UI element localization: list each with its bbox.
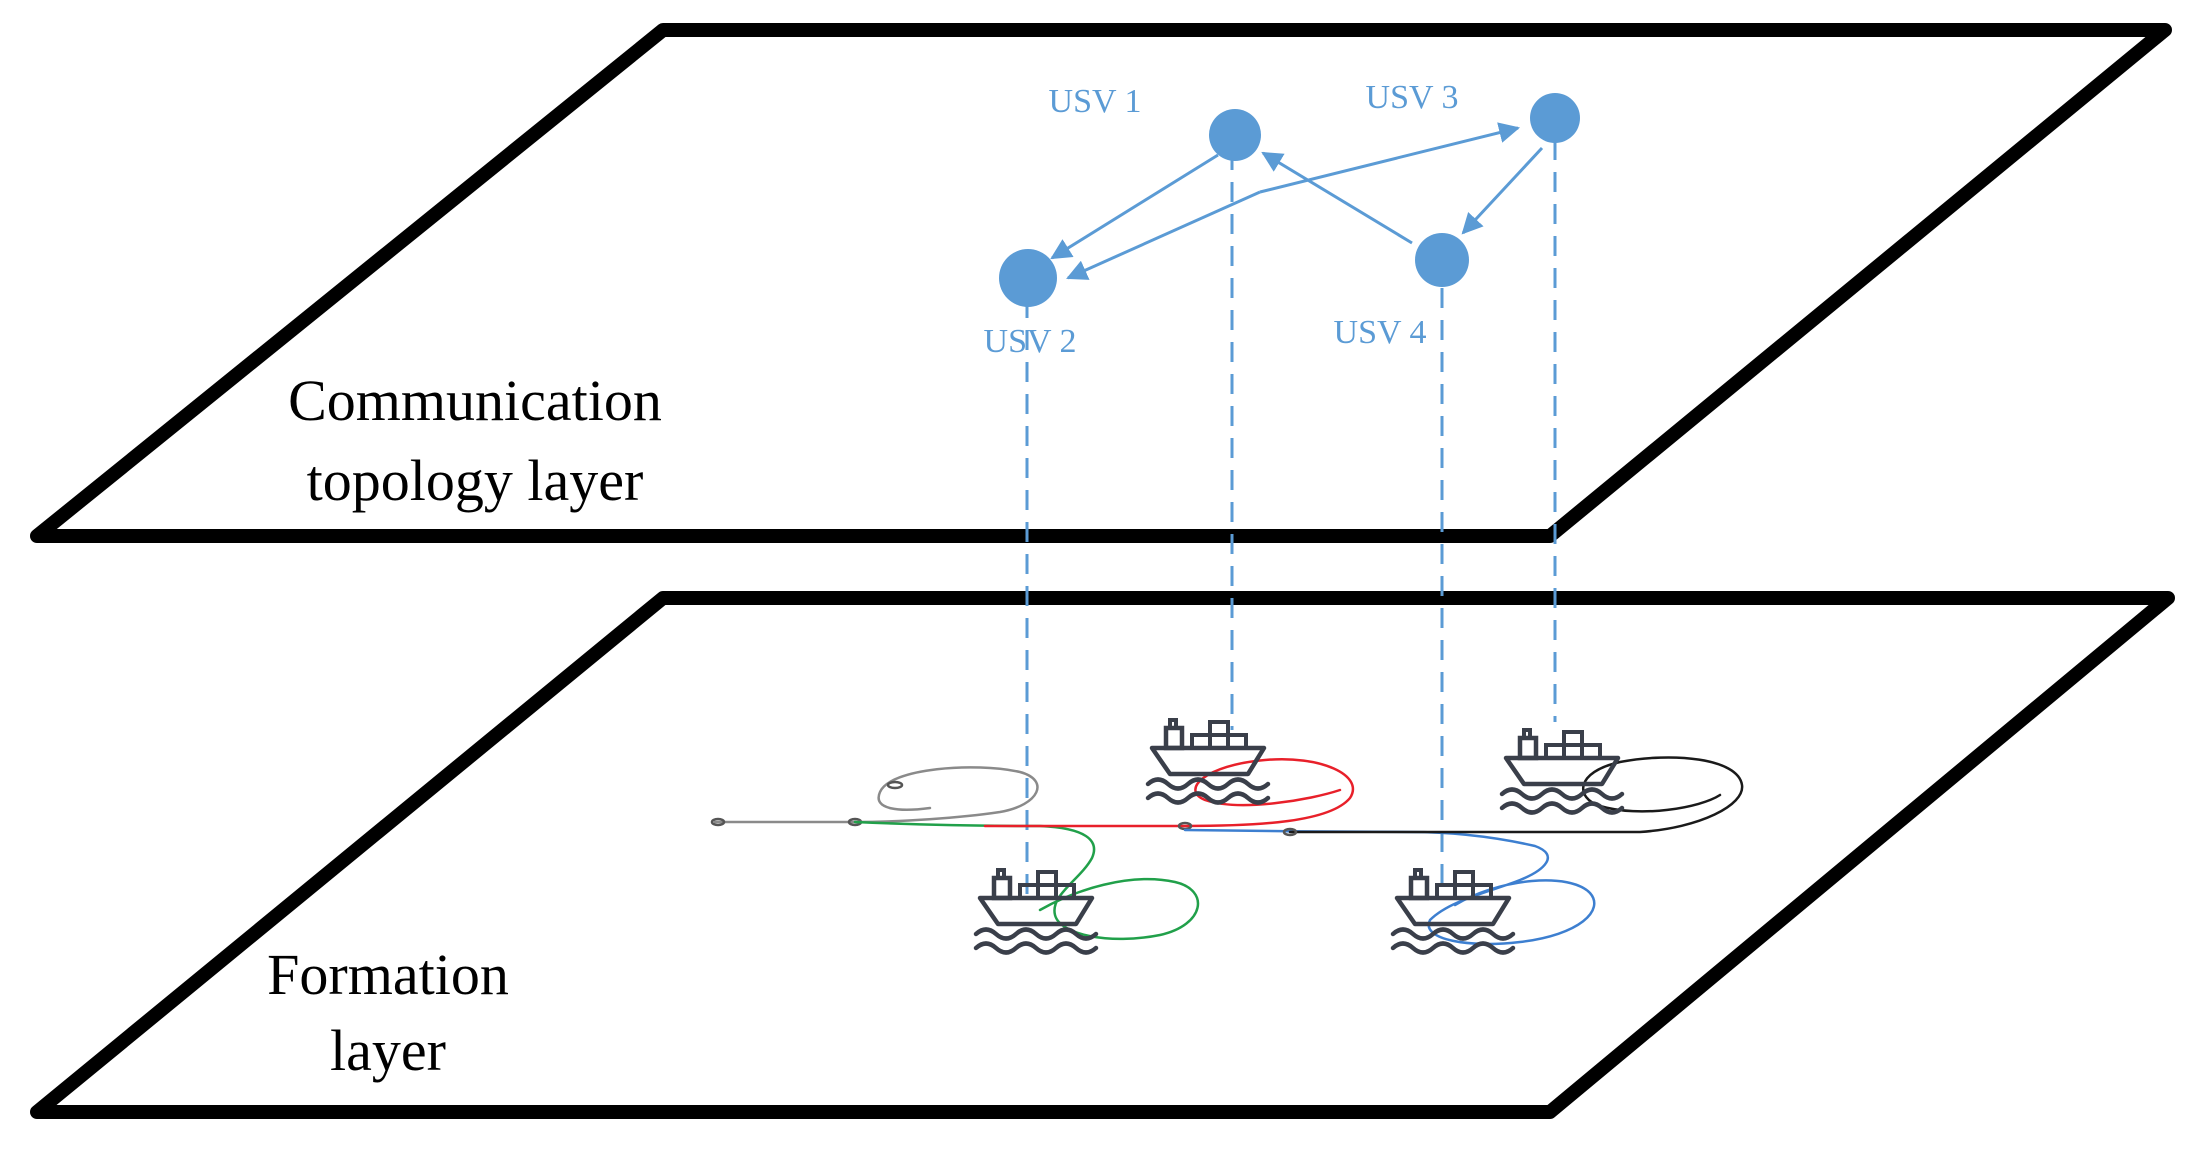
usv3-split-marker xyxy=(1282,827,1298,837)
gray-loop-path xyxy=(853,766,1039,824)
start-marker xyxy=(710,817,726,827)
usv3-ship-icon xyxy=(1502,730,1622,813)
edge-usv3-to-usv2 xyxy=(1066,190,1261,280)
edge-usv2-to-usv3 xyxy=(1259,122,1521,194)
usv1-label: USV 1 xyxy=(1049,83,1142,120)
usv4-label: USV 4 xyxy=(1334,314,1427,351)
formation-layer-title-line1: Formation xyxy=(267,942,509,1007)
projection-lines xyxy=(1025,140,1557,895)
communication-layer-title-line1: Communication xyxy=(288,368,662,433)
usv3-label: USV 3 xyxy=(1366,79,1459,116)
edge-usv4-to-usv1 xyxy=(1261,151,1413,245)
edge-usv3-to-usv4 xyxy=(1461,146,1544,235)
usv4-node-circle xyxy=(1415,233,1469,287)
usv4-trajectory xyxy=(1183,828,1596,946)
usv3-node: USV 3 xyxy=(1366,79,1580,143)
usv1-node-circle xyxy=(1209,109,1261,161)
formation-trajectories xyxy=(710,756,1744,946)
usv1-node: USV 1 xyxy=(1049,83,1261,161)
communication-layer-title-line2: topology layer xyxy=(307,448,644,513)
usv2-node: USV 2 xyxy=(984,249,1077,360)
communication-layer-plane xyxy=(30,23,2172,543)
usv2-ship-icon xyxy=(976,870,1096,953)
usv2-label: USV 2 xyxy=(984,323,1077,360)
edge-usv1-to-usv2 xyxy=(1050,153,1219,260)
usv3-node-circle xyxy=(1530,93,1580,143)
gray-loop-marker xyxy=(886,780,904,790)
communication-edges xyxy=(1050,122,1544,280)
formation-layer-plane xyxy=(30,591,2175,1119)
formation-layer-title-line2: layer xyxy=(330,1018,446,1083)
usv2-node-circle xyxy=(999,249,1057,307)
usv3-trajectory xyxy=(1288,756,1744,834)
usv4-node: USV 4 xyxy=(1334,233,1469,351)
